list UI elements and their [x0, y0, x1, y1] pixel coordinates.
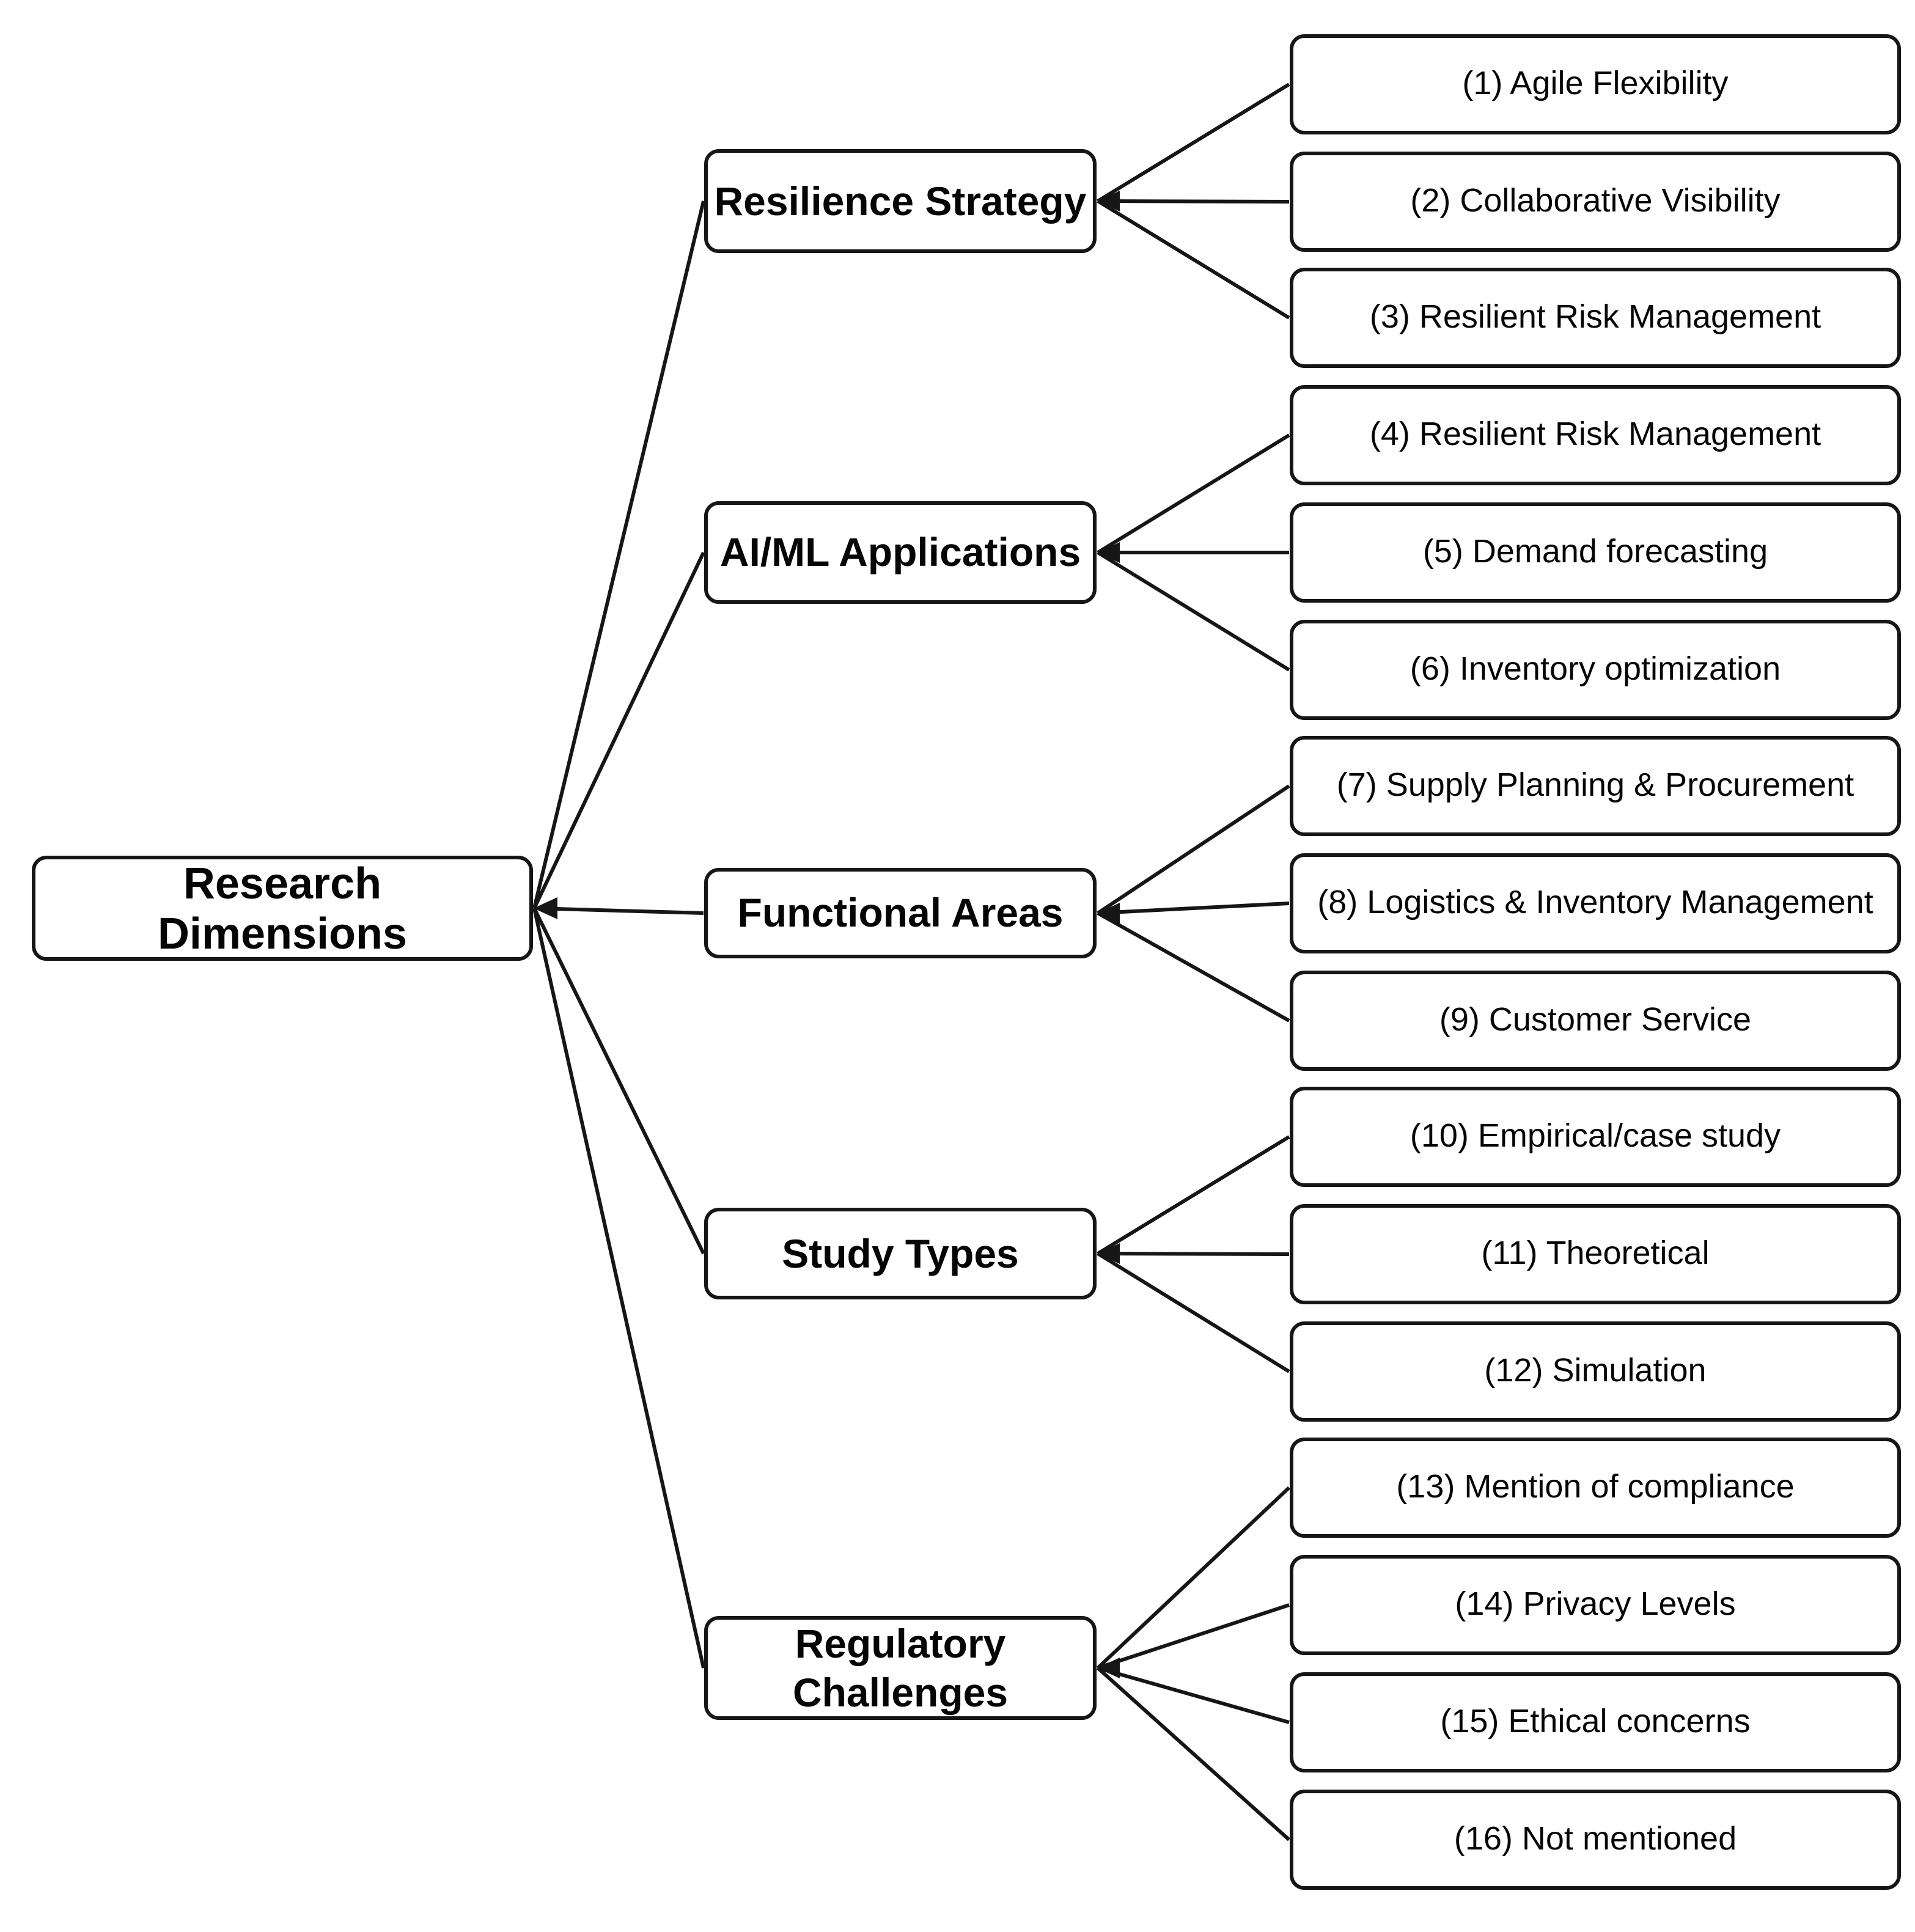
- leaf-node-label: (7) Supply Planning & Procurement: [1336, 766, 1854, 804]
- branch-node-label: Resilience Strategy: [714, 178, 1087, 224]
- leaf-node-4-resilient-risk-management: (4) Resilient Risk Management: [1290, 385, 1901, 485]
- leaf-node-2-collaborative-visibility: (2) Collaborative Visibility: [1290, 152, 1901, 252]
- leaf-node-6-inventory-optimization: (6) Inventory optimization: [1290, 620, 1901, 720]
- leaf-node-label: (10) Empirical/case study: [1410, 1117, 1781, 1155]
- branch-node-label: Regulatory Challenges: [792, 1620, 1009, 1714]
- branch-node-study-types: Study Types: [704, 1208, 1097, 1299]
- resilience-edges: [1097, 83, 1290, 320]
- branch-node-regulatory-challenges: Regulatory Challenges: [704, 1616, 1097, 1720]
- leaf-node-label: (1) Agile Flexibility: [1462, 65, 1729, 102]
- leaf-node-11-theoretical: (11) Theoretical: [1290, 1204, 1901, 1304]
- leaf-node-5-demand-forecasting: (5) Demand forecasting: [1290, 502, 1901, 603]
- leaf-node-label: (15) Ethical concerns: [1440, 1703, 1751, 1740]
- leaf-node-label: (4) Resilient Risk Management: [1369, 416, 1821, 453]
- branch-node-label: AI/ML Applications: [719, 529, 1081, 575]
- leaf-node-14-privacy-levels: (14) Privacy Levels: [1290, 1555, 1901, 1655]
- leaf-node-label: (3) Resilient Risk Management: [1369, 298, 1821, 336]
- branch-node-label: Functional Areas: [737, 890, 1064, 936]
- leaf-node-1-agile-flexibility: (1) Agile Flexibility: [1290, 34, 1901, 134]
- leaf-node-label: (16) Not mentioned: [1454, 1820, 1737, 1857]
- leaf-node-label: (5) Demand forecasting: [1422, 533, 1768, 570]
- branch-node-label: Study Types: [782, 1230, 1019, 1276]
- leaf-node-label: (9) Customer Service: [1439, 1001, 1752, 1038]
- regulatory-edges: [1096, 1486, 1291, 1842]
- branch-node-aiml-applications: AI/ML Applications: [704, 501, 1097, 604]
- study-edges: [1097, 1135, 1290, 1373]
- arrowheads: [534, 191, 1120, 1678]
- leaf-node-label: (11) Theoretical: [1481, 1235, 1710, 1272]
- leaf-node-label: (14) Privacy Levels: [1455, 1585, 1736, 1623]
- leaf-node-label: (8) Logistics & Inventory Management: [1317, 884, 1873, 921]
- leaf-node-16-not-mentioned: (16) Not mentioned: [1290, 1790, 1901, 1890]
- leaf-node-8-logistics-inventory-management: (8) Logistics & Inventory Management: [1290, 853, 1901, 953]
- root-branch-edges: [532, 200, 705, 1669]
- root-node-label: Research Dimensions: [157, 858, 408, 958]
- leaf-node-13-mention-of-compliance: (13) Mention of compliance: [1290, 1438, 1901, 1538]
- leaf-node-label: (13) Mention of compliance: [1396, 1468, 1795, 1505]
- functional-edges: [1097, 784, 1290, 1023]
- branch-node-resilience-strategy: Resilience Strategy: [704, 149, 1097, 253]
- leaf-node-15-ethical-concerns: (15) Ethical concerns: [1290, 1672, 1901, 1772]
- leaf-node-10-empirical-case-study: (10) Empirical/case study: [1290, 1087, 1901, 1187]
- leaf-node-9-customer-service: (9) Customer Service: [1290, 971, 1901, 1071]
- leaf-node-label: (2) Collaborative Visibility: [1410, 182, 1781, 219]
- leaf-node-label: (12) Simulation: [1484, 1352, 1707, 1389]
- leaf-node-label: (6) Inventory optimization: [1410, 650, 1781, 688]
- branch-node-functional-areas: Functional Areas: [704, 868, 1097, 958]
- leaf-node-3-resilient-risk-management: (3) Resilient Risk Management: [1290, 268, 1901, 368]
- root-node-research-dimensions: Research Dimensions: [32, 856, 533, 961]
- leaf-node-12-simulation: (12) Simulation: [1290, 1321, 1901, 1422]
- leaf-node-7-supply-planning-procurement: (7) Supply Planning & Procurement: [1290, 736, 1901, 836]
- aiml-edges: [1097, 433, 1290, 672]
